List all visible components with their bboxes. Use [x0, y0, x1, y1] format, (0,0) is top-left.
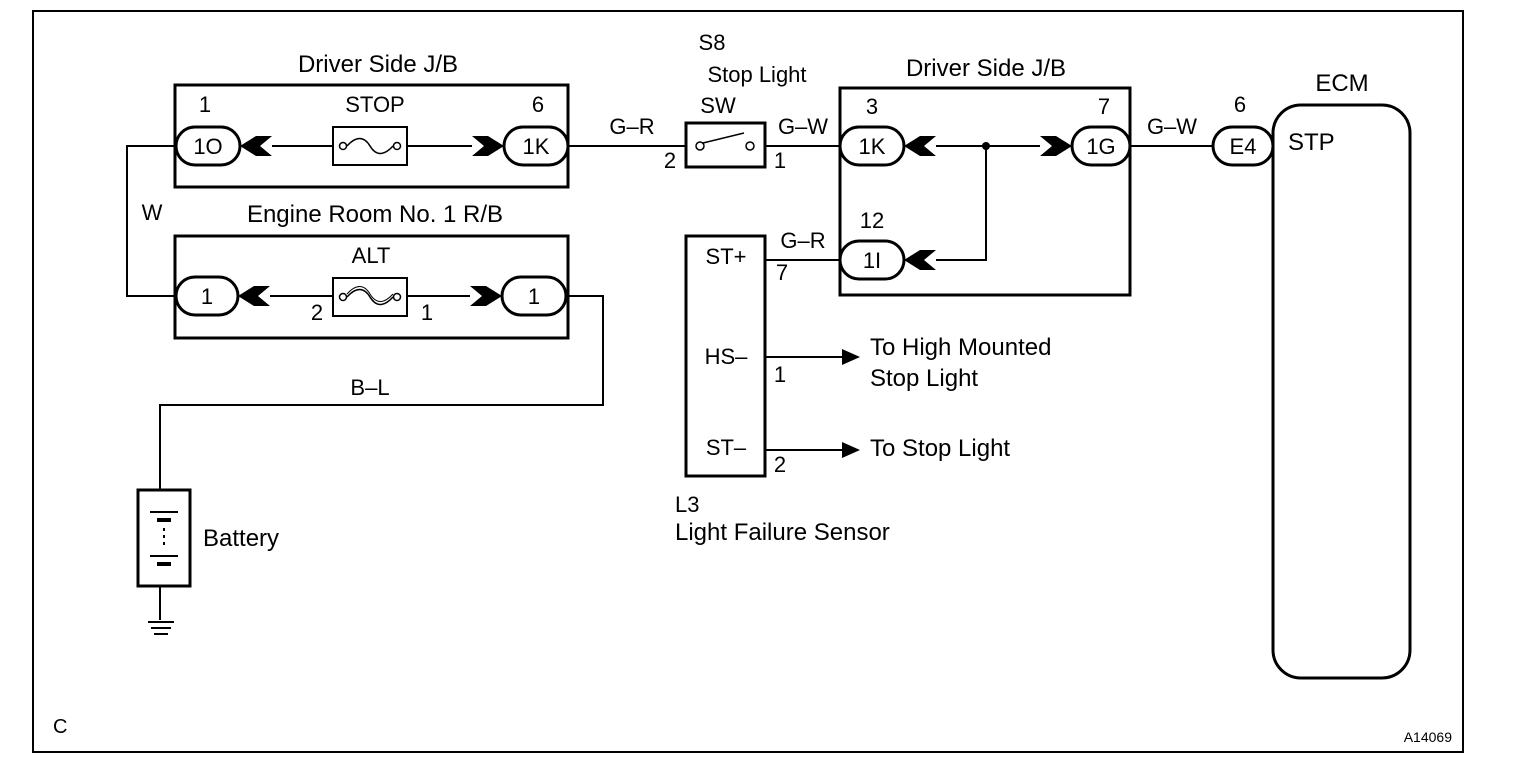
sensor-term-hs: HS–	[705, 344, 749, 369]
corner-code: C	[53, 716, 67, 738]
arrow-right-icon	[842, 349, 860, 365]
right-jb-pin-right: 7	[1098, 94, 1110, 119]
right-jb-pin-lower: 12	[860, 208, 884, 233]
figure-code: A14069	[1404, 729, 1452, 745]
connector-1k-right-label: 1K	[859, 134, 886, 159]
arrow-right-icon	[842, 442, 860, 458]
switch-pin-left: 2	[664, 148, 676, 173]
left-jb-box	[173, 83, 570, 189]
wire-gw2-label: G–W	[1147, 114, 1197, 139]
output-st: To Stop Light	[870, 435, 1010, 462]
chevron-right-icon	[470, 286, 502, 306]
sensor-pin-st-plus: 7	[776, 260, 788, 285]
ecm-title: ECM	[1315, 70, 1368, 97]
connector-1g-label: 1G	[1086, 134, 1115, 159]
rb-box	[173, 234, 570, 340]
right-jb-pin-left: 3	[866, 94, 878, 119]
alt-fuse-label: ALT	[352, 243, 391, 268]
chevron-right-icon	[472, 136, 504, 156]
right-jb-box	[838, 86, 1132, 297]
sensor-id: L3	[675, 492, 699, 517]
chevron-left-icon	[904, 250, 936, 270]
right-junction-block: Driver Side J/B 3 7 1K 1G 1I 12	[838, 55, 1132, 297]
sensor-pin-hs: 1	[774, 362, 786, 387]
chevron-right-icon	[1040, 136, 1072, 156]
battery-icon	[136, 488, 192, 588]
rb-connector-left-label: 1	[201, 284, 213, 309]
chevron-left-icon	[238, 286, 270, 306]
sensor-term-st-plus: ST+	[706, 244, 747, 269]
left-jb-pin-right: 6	[532, 92, 544, 117]
connector-e4-label: E4	[1230, 134, 1257, 159]
switch-name-line1: Stop Light	[707, 62, 806, 87]
switch-id: S8	[699, 30, 726, 55]
ecm-box	[1271, 103, 1412, 680]
wire-bl-label: B–L	[350, 375, 389, 400]
wire-gw1-label: G–W	[778, 114, 828, 139]
rb-connector-right-label: 1	[528, 284, 540, 309]
sensor-pin-st-minus: 2	[774, 452, 786, 477]
battery-label: Battery	[203, 525, 279, 552]
chevron-left-icon	[904, 136, 936, 156]
left-jb-title: Driver Side J/B	[298, 51, 458, 78]
alt-pin-left: 2	[311, 300, 323, 325]
sensor-name: Light Failure Sensor	[675, 519, 890, 546]
ecm-pin: 6	[1234, 92, 1246, 117]
stop-light-switch: S8 Stop Light SW 2 1	[664, 30, 807, 173]
rb-title: Engine Room No. 1 R/B	[247, 201, 503, 228]
wire-bl	[159, 295, 604, 490]
ecm: ECM E4 6 STP	[1211, 70, 1412, 680]
connector-1k-left-label: 1K	[523, 134, 550, 159]
diagram-frame	[32, 10, 1464, 753]
connector-e4	[1211, 125, 1275, 167]
light-failure-sensor: ST+ HS– ST– L3 Light Failure Sensor	[675, 234, 890, 546]
output-hs-line2: Stop Light	[870, 365, 978, 392]
sensor-term-st-minus: ST–	[706, 435, 747, 460]
switch-name-line2: SW	[700, 93, 736, 118]
connector-1i-label: 1I	[863, 248, 881, 273]
output-hs-line1: To High Mounted	[870, 334, 1051, 361]
ecm-terminal-stp: STP	[1288, 129, 1335, 156]
engine-room-relay-block: Engine Room No. 1 R/B ALT 1 2 1 1	[173, 201, 570, 340]
battery: Battery	[136, 488, 279, 635]
wire-gr1-label: G–R	[609, 114, 654, 139]
chevron-left-icon	[240, 136, 272, 156]
connector-1o-label: 1O	[193, 134, 222, 159]
right-jb-title: Driver Side J/B	[906, 55, 1066, 82]
left-jb-pin-left: 1	[199, 92, 211, 117]
switch-pin-right: 1	[774, 148, 786, 173]
alt-pin-right: 1	[421, 300, 433, 325]
wire-gr2-label: G–R	[780, 228, 825, 253]
wire-w-label: W	[142, 200, 163, 225]
left-junction-block: Driver Side J/B 1 6 STOP 1O 1K	[173, 51, 570, 189]
stop-fuse-label: STOP	[345, 92, 405, 117]
wire-w	[126, 145, 176, 297]
